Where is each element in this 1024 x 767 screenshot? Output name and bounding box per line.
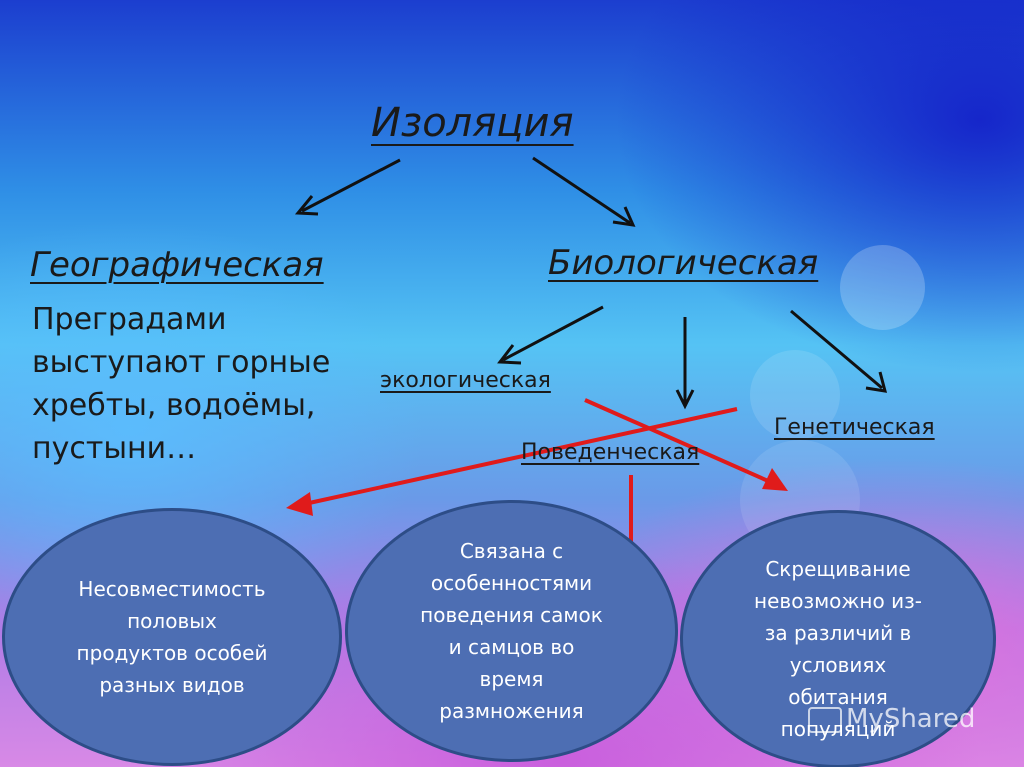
bokeh-light-2	[750, 350, 840, 440]
arrow-root-to-biological	[532, 156, 631, 225]
arrowhead-geographic	[294, 195, 319, 216]
red-arrowhead-right	[762, 468, 788, 491]
ellipse-left-text: Несовместимость половых продуктов особей…	[76, 577, 268, 697]
behavioral-label: Поведенческая	[521, 440, 700, 465]
ellipse-left: Несовместимость половых продуктов особей…	[2, 508, 342, 766]
biological-heading: Биологическая	[548, 243, 819, 283]
root-title: Изоляция	[371, 100, 574, 146]
ellipse-middle: Связана с особенностями поведения самок …	[345, 500, 678, 762]
watermark-logo-icon	[808, 706, 842, 733]
arrowhead-biological	[612, 206, 636, 227]
arrowhead-genetic	[865, 371, 888, 393]
arrow-bio-to-genetic	[790, 309, 883, 390]
red-arrowhead-left	[286, 492, 313, 516]
arrowhead-behavioral	[675, 389, 695, 410]
geographic-description: Преградами выступают горные хребты, водо…	[32, 302, 331, 466]
ellipse-right-text: Скрещивание невозможно из- за различий в…	[754, 557, 922, 741]
watermark: MyShared	[808, 704, 975, 734]
ellipse-right: Скрещивание невозможно из- за различий в…	[680, 510, 996, 767]
red-arrow-ecological-to-right	[584, 398, 776, 486]
ecological-label: экологическая	[380, 368, 551, 393]
arrow-bio-to-ecological	[502, 305, 604, 362]
ellipse-middle-text: Связана с особенностями поведения самок …	[420, 539, 603, 723]
arrowhead-ecological	[497, 344, 522, 365]
genetic-label: Генетическая	[774, 415, 935, 440]
geographic-heading: Географическая	[30, 245, 324, 285]
watermark-text: MyShared	[846, 704, 976, 734]
arrow-root-to-geographic	[301, 158, 401, 213]
red-arrow-behavioral-to-left	[299, 407, 738, 507]
bokeh-light-1	[840, 245, 925, 330]
